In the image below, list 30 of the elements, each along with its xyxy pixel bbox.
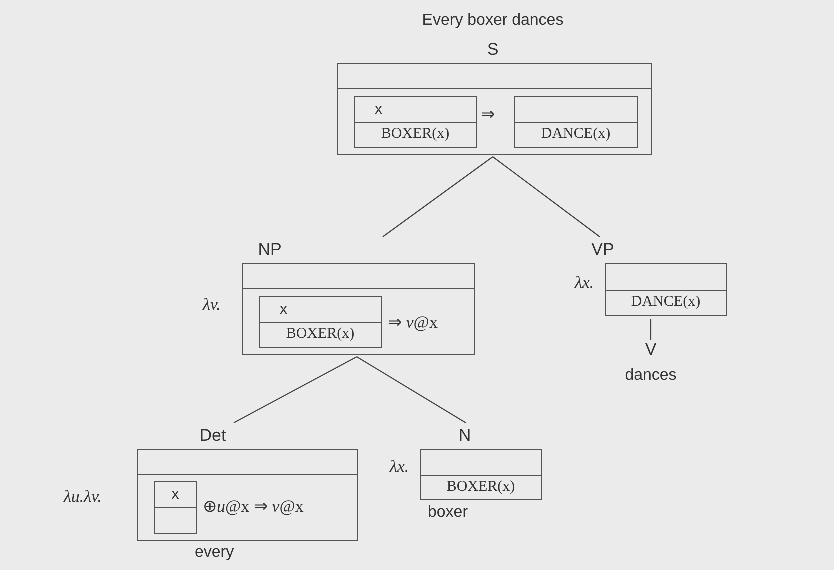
- condition-text: BOXER(x): [446, 480, 516, 494]
- tree-branch: [356, 356, 466, 424]
- formula-text: ⇒: [481, 106, 495, 123]
- tree-branch: [492, 156, 600, 238]
- word-label: every: [195, 545, 234, 561]
- formula-text: ⇒ v@x: [388, 314, 438, 331]
- discourse-referent: x: [280, 302, 288, 317]
- condition-text: DANCE(x): [630, 295, 702, 310]
- word-label: boxer: [428, 505, 468, 521]
- category-label: VP: [592, 241, 614, 258]
- condition-text: DANCE(x): [540, 127, 612, 142]
- lambda-prefix: λx.: [575, 274, 594, 291]
- category-label: S: [487, 41, 499, 58]
- tree-branch: [382, 156, 494, 238]
- lambda-prefix: λx.: [390, 458, 410, 475]
- category-label: Det: [200, 427, 226, 444]
- category-label: V: [645, 341, 657, 358]
- tree-branch: [234, 356, 358, 424]
- word-label: dances: [625, 368, 677, 384]
- formula-text: ⊕u@x ⇒ v@x: [203, 498, 304, 515]
- tree-branch: [650, 319, 652, 340]
- category-label: N: [458, 427, 472, 444]
- lambda-prefix: λu.λv.: [64, 488, 102, 505]
- discourse-referent: x: [375, 102, 382, 117]
- discourse-referent: x: [170, 487, 180, 502]
- condition-text: BOXER(x): [285, 327, 356, 342]
- category-label: NP: [258, 241, 282, 258]
- sentence-title: Every boxer dances: [422, 12, 564, 30]
- condition-text: BOXER(x): [380, 127, 451, 142]
- lambda-prefix: λv.: [203, 296, 221, 313]
